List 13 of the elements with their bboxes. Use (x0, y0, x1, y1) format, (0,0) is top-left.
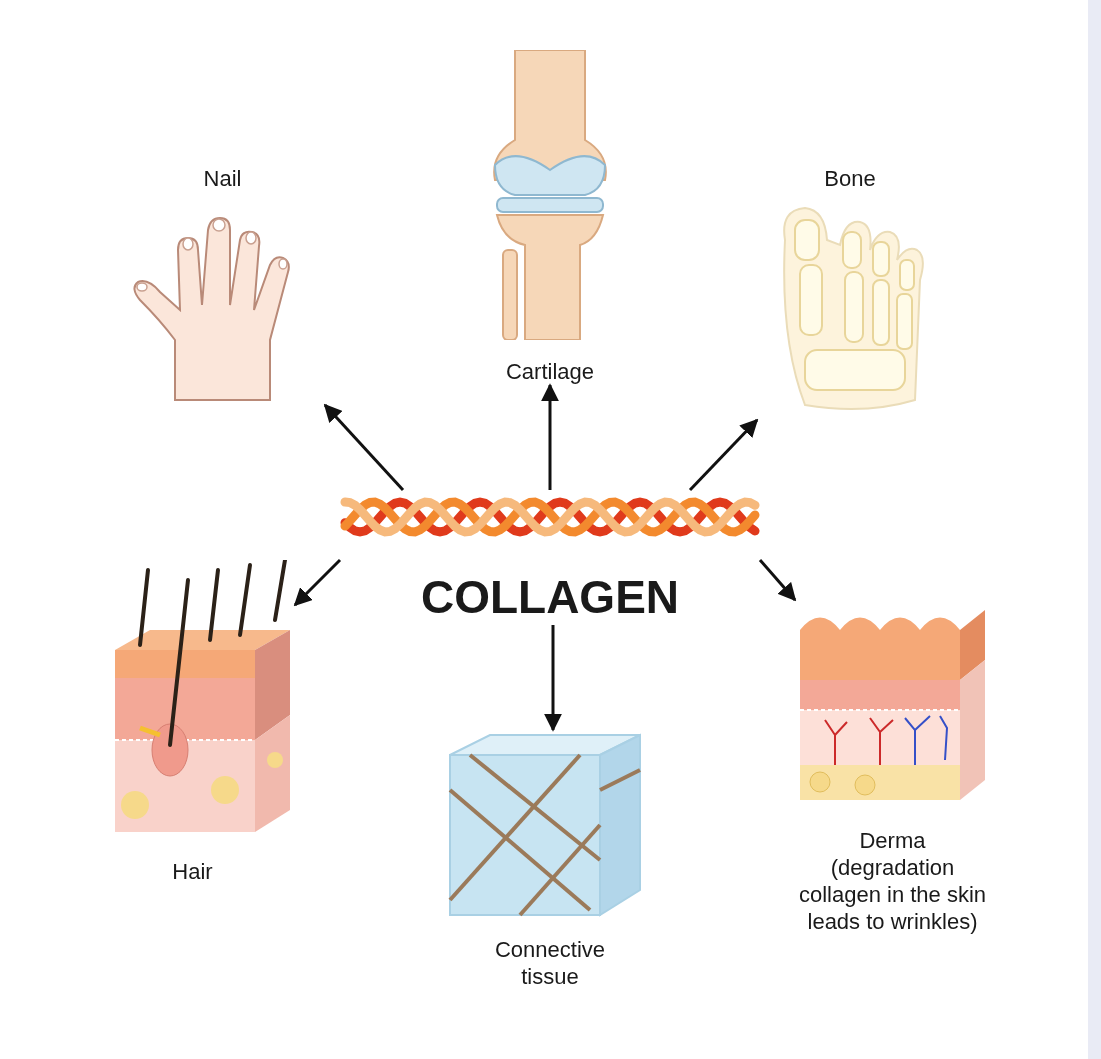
arrow (293, 558, 342, 607)
arrow (688, 418, 759, 492)
node-label: Derma (degradation collagen in the skin leads to wrinkles) (797, 827, 988, 935)
arrow (544, 625, 562, 732)
arrow (758, 559, 797, 602)
node-label: Cartilage (505, 358, 594, 385)
arrow (323, 403, 405, 491)
node-label: Hair (172, 858, 213, 885)
node-label: Nail (203, 165, 242, 192)
node-label: Bone (824, 165, 876, 192)
title-label: COLLAGEN (420, 570, 680, 625)
arrow (541, 383, 559, 490)
node-label: Connective tissue (493, 936, 607, 990)
